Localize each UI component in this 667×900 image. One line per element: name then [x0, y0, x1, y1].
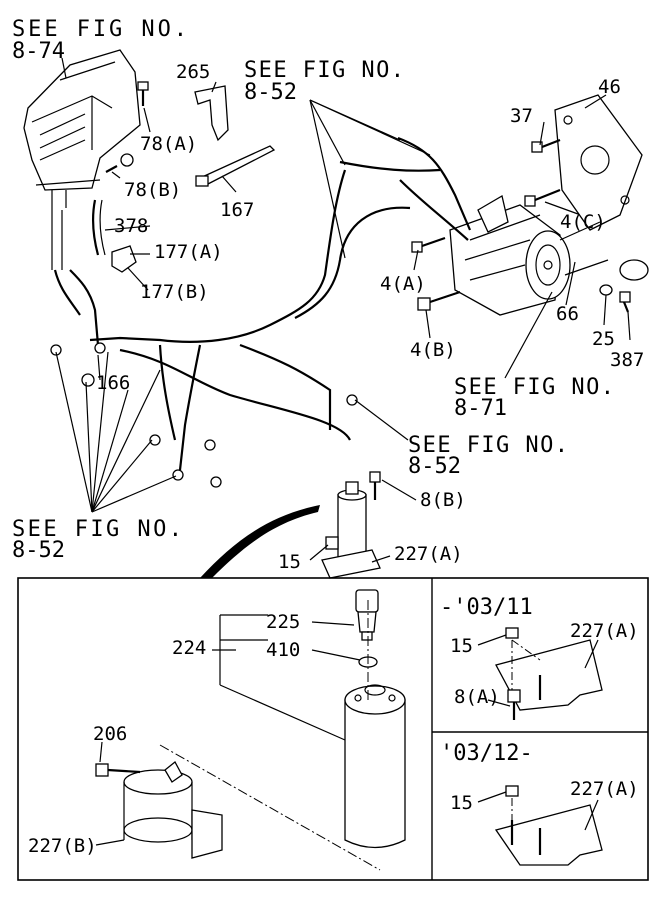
- label-224: 224: [172, 637, 206, 659]
- bolt-387: [619, 291, 631, 313]
- label-15-main: 15: [278, 551, 301, 573]
- label-410: 410: [266, 639, 300, 661]
- misc-fittings: [50, 344, 358, 488]
- bolt-37: [531, 138, 561, 153]
- detail-pressure-switch-225: [355, 589, 379, 641]
- detail-clamp-227b: [123, 761, 223, 859]
- label-4c: 4(C): [560, 211, 606, 233]
- bolt-4b: [417, 290, 461, 311]
- label-37: 37: [510, 105, 533, 127]
- label-15-early: 15: [450, 635, 473, 657]
- ref-8-71-line2: 8-71: [454, 396, 507, 421]
- belt-66: [559, 221, 609, 276]
- band-167: [198, 145, 276, 186]
- label-66: 66: [556, 303, 579, 325]
- detail-early-leaders: [477, 634, 599, 707]
- ref-8-52-top-line2: 8-52: [244, 80, 297, 105]
- label-378: 378: [114, 215, 148, 237]
- label-15-late: 15: [450, 792, 473, 814]
- detail-main-labels: 225 224 410 206 227(B): [28, 611, 300, 857]
- detail-late-bracket: [494, 785, 603, 866]
- detail-late-labels: '03/12- 15 227(A): [440, 741, 639, 814]
- ref-8-52-mid-line1: SEE FIG NO.: [408, 433, 568, 458]
- label-4a: 4(A): [380, 273, 426, 295]
- hose-378: [91, 199, 100, 256]
- ref-8-52-left-line1: SEE FIG NO.: [12, 517, 182, 542]
- detail-receiver-drier: [344, 684, 406, 849]
- clip-177: [111, 245, 137, 273]
- label-177b: 177(B): [140, 281, 209, 303]
- detail-early-bracket: [495, 627, 603, 720]
- label-46: 46: [598, 76, 621, 98]
- detail-early-labels: -'03/11 15 227(A) 8(A): [440, 595, 639, 708]
- label-227a-early: 227(A): [570, 620, 639, 642]
- refrigerant-pipes: [51, 136, 472, 471]
- bracket-265: [194, 85, 229, 142]
- detail-bolt-206: [95, 763, 141, 777]
- ref-fig-8-52-mid: SEE FIG NO. 8-52: [408, 433, 568, 479]
- ref-fig-8-74: SEE FIG NO. 8-74: [12, 17, 187, 64]
- bolt-4c: [524, 188, 561, 207]
- label-227b: 227(B): [28, 835, 97, 857]
- bracket-46: [554, 94, 643, 231]
- ref-fig-8-71: SEE FIG NO. 8-71: [454, 375, 614, 421]
- label-8b: 8(B): [420, 489, 466, 511]
- label-265: 265: [176, 61, 210, 83]
- label-227a-late: 227(A): [570, 778, 639, 800]
- ref-8-71-line1: SEE FIG NO.: [454, 375, 614, 400]
- ref-8-74-line2: 8-74: [12, 39, 65, 64]
- bolt-78a: [137, 81, 149, 106]
- label-25: 25: [592, 328, 615, 350]
- label-227a-main: 227(A): [394, 543, 463, 565]
- compressor: [449, 194, 571, 316]
- label-166: 166: [96, 372, 130, 394]
- ref-8-74-line1: SEE FIG NO.: [12, 17, 187, 42]
- cap-25: [599, 259, 649, 296]
- fitting-166: [81, 342, 106, 387]
- bolt-8b: [369, 471, 381, 500]
- label-8a: 8(A): [454, 686, 500, 708]
- part-labels-top: 265 78(A) 78(B) 167 378 177(A) 177(B) 16…: [96, 61, 644, 573]
- detail-late-leaders: [477, 791, 599, 831]
- bolt-78b: [105, 153, 134, 173]
- ref-fig-8-52-left: SEE FIG NO. 8-52: [12, 517, 182, 563]
- label-387: 387: [610, 349, 644, 371]
- label-date-late: '03/12-: [440, 741, 533, 766]
- ref-8-52-mid-line2: 8-52: [408, 454, 461, 479]
- label-206: 206: [93, 723, 127, 745]
- bolt-4a: [411, 236, 446, 253]
- nut-15-main: [325, 536, 339, 550]
- label-4b: 4(B): [410, 339, 456, 361]
- label-78a: 78(A): [140, 133, 197, 155]
- ref-8-52-left-line2: 8-52: [12, 538, 65, 563]
- leader-lines-detail: [95, 614, 361, 846]
- ref-8-52-top-line1: SEE FIG NO.: [244, 58, 404, 83]
- detail-panel-frame: [17, 577, 649, 881]
- leader-lines-top: [55, 57, 631, 563]
- evaporator-unit: [23, 49, 141, 210]
- detail-callout-arc: [200, 505, 320, 578]
- label-177a: 177(A): [154, 241, 223, 263]
- label-date-early: -'03/11: [440, 595, 533, 620]
- label-225: 225: [266, 611, 300, 633]
- label-167: 167: [220, 199, 254, 221]
- label-78b: 78(B): [124, 179, 181, 201]
- ref-fig-8-52-top: SEE FIG NO. 8-52: [244, 58, 404, 105]
- receiver-drier-main: [321, 481, 381, 579]
